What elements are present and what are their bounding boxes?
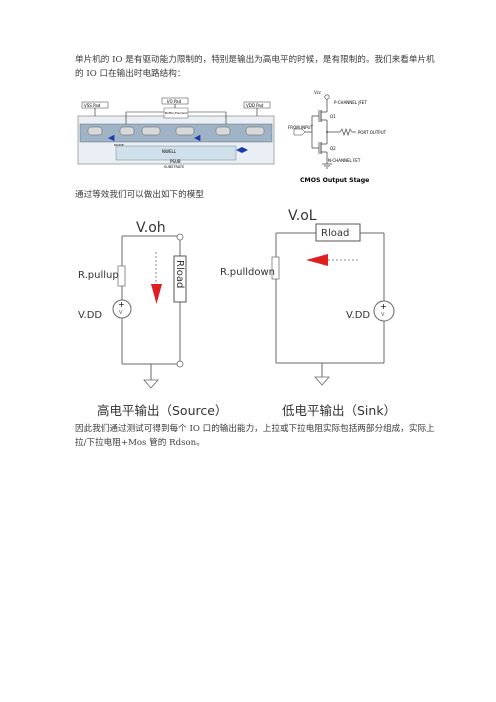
vdd-label-sink: V.DD xyxy=(346,310,370,321)
svg-text:+: + xyxy=(380,302,387,311)
p-fet-label: P-CHANNEL JFET xyxy=(334,100,367,105)
vdd-label: V.DD xyxy=(78,310,102,321)
substrate-label: SUBSTRATE xyxy=(164,165,184,169)
buffer-label: Buffer Element xyxy=(165,111,188,115)
intro-paragraph: 单片机的 IO 是有驱动能力限制的，特别是输出为高电平的时候，是有限制的。我们来… xyxy=(75,55,435,79)
voh-label: V.oh xyxy=(136,220,166,236)
io-pad-label: I/O Pad xyxy=(167,99,182,104)
vol-label: V.oL xyxy=(288,208,317,224)
n-fet-label: N-CHANNEL FET xyxy=(328,158,361,163)
vcc-label: Vcc xyxy=(314,90,321,95)
cmos-title: CMOS Output Stage xyxy=(300,177,369,184)
vdd-pad-label: VDD Pad xyxy=(246,103,264,108)
sink-v-symbol: V xyxy=(381,312,385,318)
conclusion-paragraph: 因此我们通过测试可得到每个 IO 口的输出能力，上拉或下拉电阻实际包括两部分组成… xyxy=(75,424,435,448)
current-arrow-down xyxy=(151,284,162,304)
sink-circuit: V.oL Rload R.pulldown + V V.DD xyxy=(220,208,395,386)
source-caption: 高电平输出（Source） xyxy=(97,403,228,418)
svg-text:+: + xyxy=(118,300,125,309)
r-pulldown-label: R.pulldown xyxy=(220,267,275,278)
cmos-output-stage-figure: Vcc Q1 P-CHANNEL JFET PORT OUTPUT Q2 N-C… xyxy=(288,90,387,184)
current-arrow-left xyxy=(306,254,328,266)
source-v-symbol: V xyxy=(119,310,123,316)
diode-label: DIODE xyxy=(114,143,124,147)
source-circuit: V.oh R.pullup + V V.DD Rload xyxy=(78,220,187,389)
nwell-label: NWELL xyxy=(162,149,177,154)
q2-label: Q2 xyxy=(330,146,336,151)
rload-label: Rload xyxy=(174,260,185,288)
model-paragraph: 通过等效我们可以做出如下的模型 xyxy=(75,190,204,200)
from-input-label: FROM INPUT xyxy=(288,125,313,130)
chip-cross-section-figure: VSS Pad I/O Pad VDD Pad Buffer Element N… xyxy=(76,94,276,170)
q1-label: Q1 xyxy=(330,114,336,119)
vss-pad-label: VSS Pad xyxy=(84,103,101,108)
psub-label: PSUB xyxy=(170,159,181,164)
port-output-label: PORT OUTPUT xyxy=(358,130,387,135)
rload-label-sink: Rload xyxy=(321,228,349,239)
r-pullup-label: R.pullup xyxy=(78,270,119,281)
sink-caption: 低电平输出（Sink） xyxy=(282,403,397,418)
